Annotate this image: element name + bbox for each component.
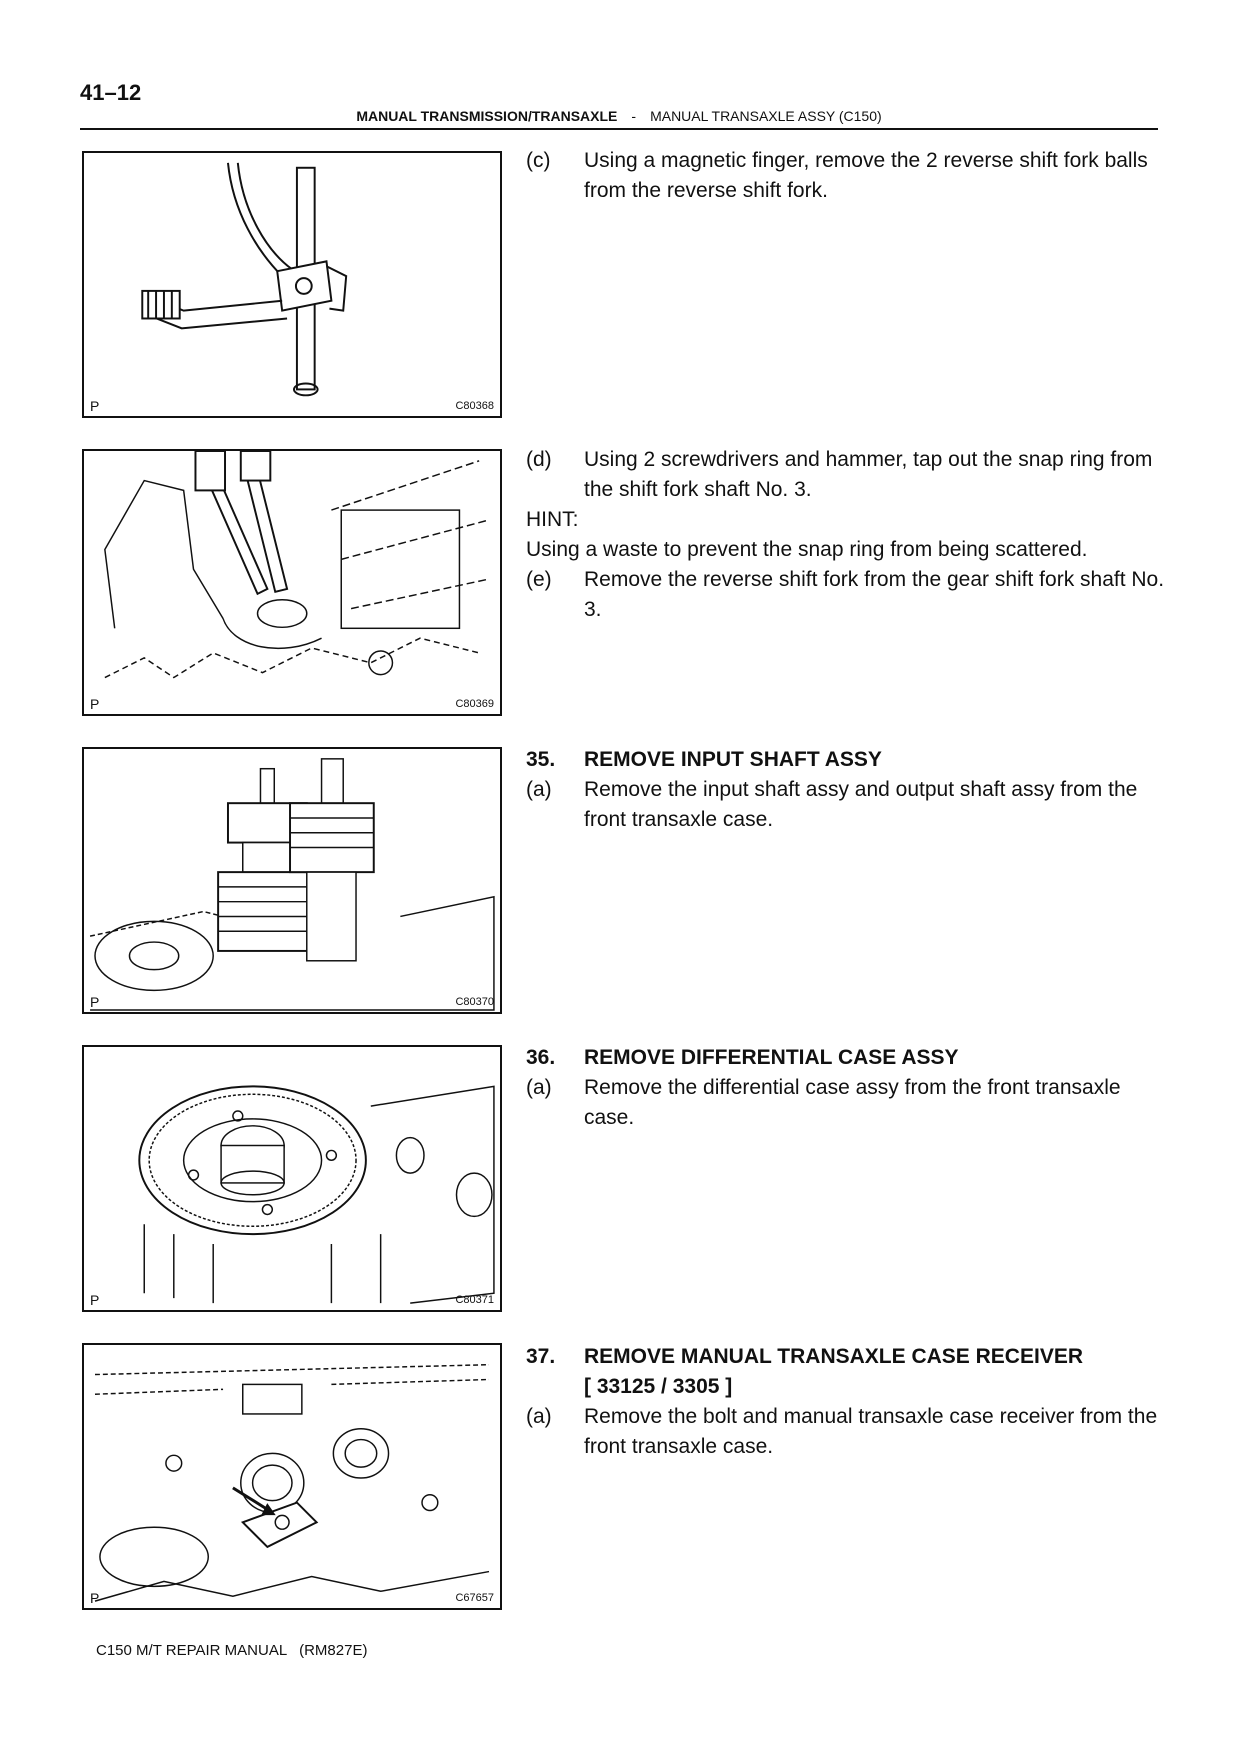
figure-input-shaft: P C80370 bbox=[82, 747, 502, 1014]
step-label: (e) bbox=[526, 568, 552, 591]
section-37: 37. REMOVE MANUAL TRANSAXLE CASE RECEIVE… bbox=[526, 1342, 1166, 1462]
illustration-case-receiver bbox=[94, 1363, 490, 1602]
step-d-group: (d) Using 2 screwdrivers and hammer, tap… bbox=[526, 445, 1166, 625]
figure-code: C80371 bbox=[455, 1294, 494, 1306]
step-label: (c) bbox=[526, 149, 551, 172]
section-35: 35. REMOVE INPUT SHAFT ASSY (a) Remove t… bbox=[526, 745, 1166, 835]
section-number: 35. bbox=[526, 748, 556, 771]
figure-code: C80369 bbox=[455, 698, 494, 710]
step-label: (a) bbox=[526, 1405, 552, 1428]
figure-p-label: P bbox=[90, 696, 100, 712]
step-text: Remove the input shaft assy and output s… bbox=[584, 778, 1138, 831]
figure-code: C67657 bbox=[455, 1592, 494, 1604]
figure-code: C80370 bbox=[455, 996, 494, 1008]
step-text: Remove the differential case assy from t… bbox=[584, 1076, 1121, 1129]
figure-p-label: P bbox=[90, 398, 100, 414]
step-text: Using 2 screwdrivers and hammer, tap out… bbox=[584, 448, 1153, 501]
header-section-right: MANUAL TRANSAXLE ASSY (C150) bbox=[650, 108, 882, 124]
running-header: MANUAL TRANSMISSION/TRANSAXLE-MANUAL TRA… bbox=[80, 108, 1158, 124]
step-label: (a) bbox=[526, 1076, 552, 1099]
figure-differential: P C80371 bbox=[82, 1045, 502, 1312]
illustration-magnetic-finger bbox=[141, 162, 348, 397]
section-number: 36. bbox=[526, 1046, 556, 1069]
header-section-left: MANUAL TRANSMISSION/TRANSAXLE bbox=[356, 108, 618, 124]
step-text: Remove the reverse shift fork from the g… bbox=[584, 568, 1165, 621]
figure-screwdrivers: P C80369 bbox=[82, 449, 502, 716]
hint-text: Using a waste to prevent the snap ring f… bbox=[526, 538, 1088, 561]
section-title: REMOVE DIFFERENTIAL CASE ASSY bbox=[584, 1046, 959, 1069]
header-separator: - bbox=[631, 108, 637, 124]
page-number: 41–12 bbox=[80, 80, 142, 105]
step-c: (c) Using a magnetic finger, remove the … bbox=[526, 146, 1166, 206]
section-title: REMOVE MANUAL TRANSAXLE CASE RECEIVER bbox=[584, 1345, 1083, 1368]
figure-p-label: P bbox=[90, 1292, 100, 1308]
footer-manual-title: C150 M/T REPAIR MANUAL (RM827E) bbox=[96, 1642, 368, 1659]
figure-p-label: P bbox=[90, 994, 100, 1010]
section-36: 36. REMOVE DIFFERENTIAL CASE ASSY (a) Re… bbox=[526, 1043, 1166, 1133]
step-label: (a) bbox=[526, 778, 552, 801]
figure-code: C80368 bbox=[455, 400, 494, 412]
figure-p-label: P bbox=[90, 1590, 100, 1606]
section-number: 37. bbox=[526, 1345, 556, 1368]
figure-magnetic-finger: P C80368 bbox=[82, 151, 502, 418]
hint-label: HINT: bbox=[526, 508, 579, 531]
figure-case-receiver: P C67657 bbox=[82, 1343, 502, 1610]
section-title: REMOVE INPUT SHAFT ASSY bbox=[584, 748, 882, 771]
step-text: Remove the bolt and manual transaxle cas… bbox=[584, 1405, 1158, 1458]
step-label: (d) bbox=[526, 448, 552, 471]
header-rule bbox=[80, 128, 1158, 130]
section-title-code: [ 33125 / 3305 ] bbox=[584, 1375, 733, 1398]
illustration-input-output-shaft bbox=[89, 758, 495, 1011]
illustration-differential-case bbox=[138, 1085, 495, 1304]
illustration-screwdrivers-snap-ring bbox=[104, 451, 490, 679]
step-text: Using a magnetic finger, remove the 2 re… bbox=[584, 149, 1148, 202]
